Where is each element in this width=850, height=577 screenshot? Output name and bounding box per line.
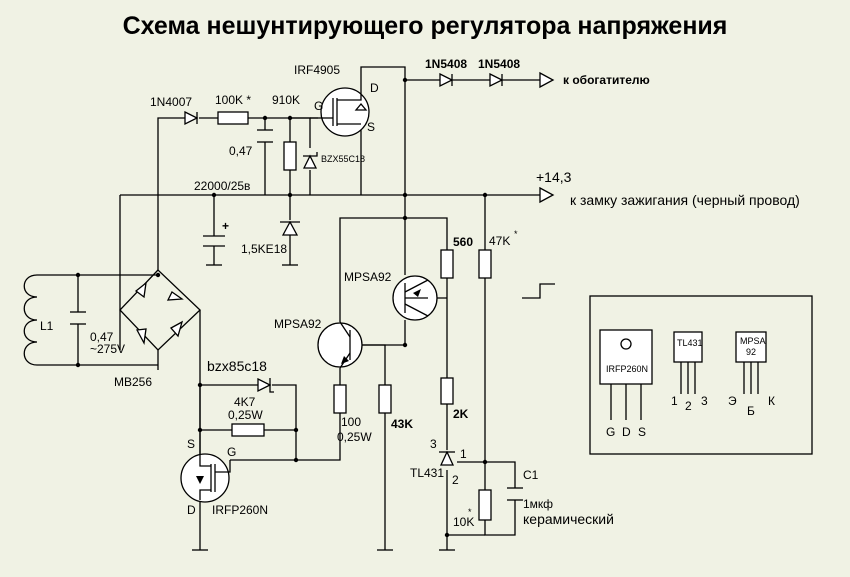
cap-22000 [203,235,225,247]
wires [37,66,540,550]
pinout-mpsa-name: MPSA [740,336,766,346]
arrow-out-top [539,71,555,89]
label-1n4007: 1N4007 [150,95,192,109]
pinout-tl-pin-1: 1 [671,394,678,408]
label-c1: C1 [523,468,539,482]
label-100-w: 0,25W [337,430,372,444]
title: Схема нешунтирующего регулятора напряжен… [123,12,728,40]
label-q-top-g: G [314,99,323,113]
ground-signal-icon [522,283,555,299]
label-47k: 47K [489,234,510,248]
cap-047-ac [70,311,86,325]
bridge-mb256 [134,281,184,346]
zener-bzx55c18 [302,152,318,169]
pinout-irfp-pin-s: S [638,425,646,439]
diode-1n5408-b [489,72,504,88]
junctions [75,77,488,538]
cap-047-top [257,129,273,143]
coil-l1 [23,274,38,366]
label-4k7: 4K7 [234,395,256,409]
label-bzx55c18: BZX55C18 [321,154,365,164]
pinout-mpsa-pin-b: Б [747,404,755,418]
resistor-47k [478,249,492,279]
mosfet-irfp260n [180,453,231,503]
label-1n5408-b: 1N5408 [478,57,520,71]
pinout-tl-name: TL431 [677,338,703,348]
label-4k7-w: 0,25W [228,408,263,422]
label-100k: 100K * [215,93,251,107]
pinout-irfp-pin-g: G [606,425,615,439]
pinout-mpsa-pin-k: К [768,394,775,408]
label-l1: L1 [40,319,54,333]
resistor-560 [440,249,454,279]
label-q-bot-d: D [187,503,196,517]
label-q-top-s: S [367,120,375,134]
label-mb256: MB256 [114,375,152,389]
label-tl431: TL431 [410,466,444,480]
label-mpsa92-lower: MPSA92 [274,317,322,331]
label-q-bot-s: S [187,437,195,451]
label-1n5408-a: 1N5408 [425,57,467,71]
pinout-irfp-pin-d: D [622,425,631,439]
resistor-4k7 [231,423,265,437]
label-irfp260n: IRFP260N [212,503,268,517]
label-43k: 43K [391,417,413,431]
zener-bzx85c18 [257,377,274,393]
diode-1n4007 [184,110,199,126]
label-100: 100 [341,415,361,429]
label-mpsa92-upper: MPSA92 [344,270,392,284]
label-c1-type: керамический [523,511,614,527]
label-bzx85c18: bzx85c18 [207,358,267,374]
label-47k-star: * [514,229,518,239]
pinout-mpsa-pin-e: Э [728,394,737,408]
pinout-tl-pin-3: 3 [701,394,708,408]
label-10k: 10K [453,515,474,529]
label-22000: 22000/25в [194,179,250,193]
resistor-100 [333,384,347,414]
label-2k: 2K [453,407,469,421]
pinout-tl-pin-2: 2 [685,399,692,413]
tl431-symbol [439,450,455,466]
label-c047-ac-b: ~275V [90,342,125,356]
tvs-15ke18 [280,220,300,236]
label-tl-pin1: 1 [460,447,467,461]
label-ignition: к замку зажигания (черный провод) [570,192,800,208]
label-q-top-d: D [370,81,379,95]
labels: IRF4905 G D S 1N5408 1N5408 к обогатител… [40,57,800,529]
label-vout: +14,3 [536,169,572,185]
label-10k-star: * [468,507,472,517]
mosfet-irf4905 [318,80,370,137]
cap-c1 [507,487,523,501]
resistor-43k [378,384,392,414]
pinout-box [589,295,813,455]
resistor-100k [217,111,249,125]
label-c047-ac-a: 0,47 [90,330,114,344]
label-c047: 0,47 [229,144,253,158]
label-out-enricher: к обогатителю [563,73,650,87]
transistor-mpsa92-upper [392,275,438,321]
resistor-10k [478,489,492,521]
arrow-out-main [539,186,555,204]
label-560: 560 [453,235,473,249]
diode-1n5408-a [439,72,454,88]
label-15ke18: 1,5KE18 [241,242,287,256]
label-c1-val: 1мкф [523,497,553,511]
label-plus: + [222,219,229,233]
pinout-irfp-name: IRFP260N [606,364,648,374]
label-tl-pin3: 3 [430,437,437,451]
label-tl-pin2: 2 [452,473,459,487]
resistor-2k [440,377,454,405]
label-irf4905: IRF4905 [294,63,340,77]
ground-symbols [192,264,455,551]
label-q-bot-g: G [227,445,236,459]
pinout-mpsa-num: 92 [746,347,756,357]
resistor-910k [283,141,297,171]
label-910k: 910K [272,93,300,107]
transistor-mpsa92-lower [317,321,363,369]
